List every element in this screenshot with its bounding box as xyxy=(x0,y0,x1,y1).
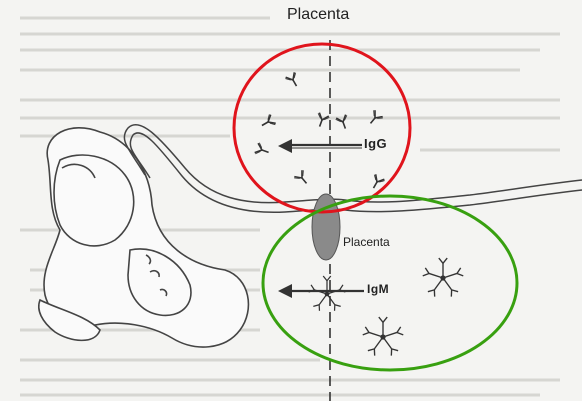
igg-label: IgG xyxy=(364,136,387,151)
igm-molecules xyxy=(309,258,464,356)
igg-arrow xyxy=(278,139,362,153)
igm-highlight-circle xyxy=(263,196,517,370)
placenta-center-label: Placenta xyxy=(343,235,390,249)
igm-label: IgM xyxy=(367,282,389,296)
igm-arrow xyxy=(278,284,364,298)
placenta-title-label: Placenta xyxy=(287,6,349,24)
igg-antibodies xyxy=(254,72,385,191)
fetus-drawing xyxy=(39,128,249,347)
